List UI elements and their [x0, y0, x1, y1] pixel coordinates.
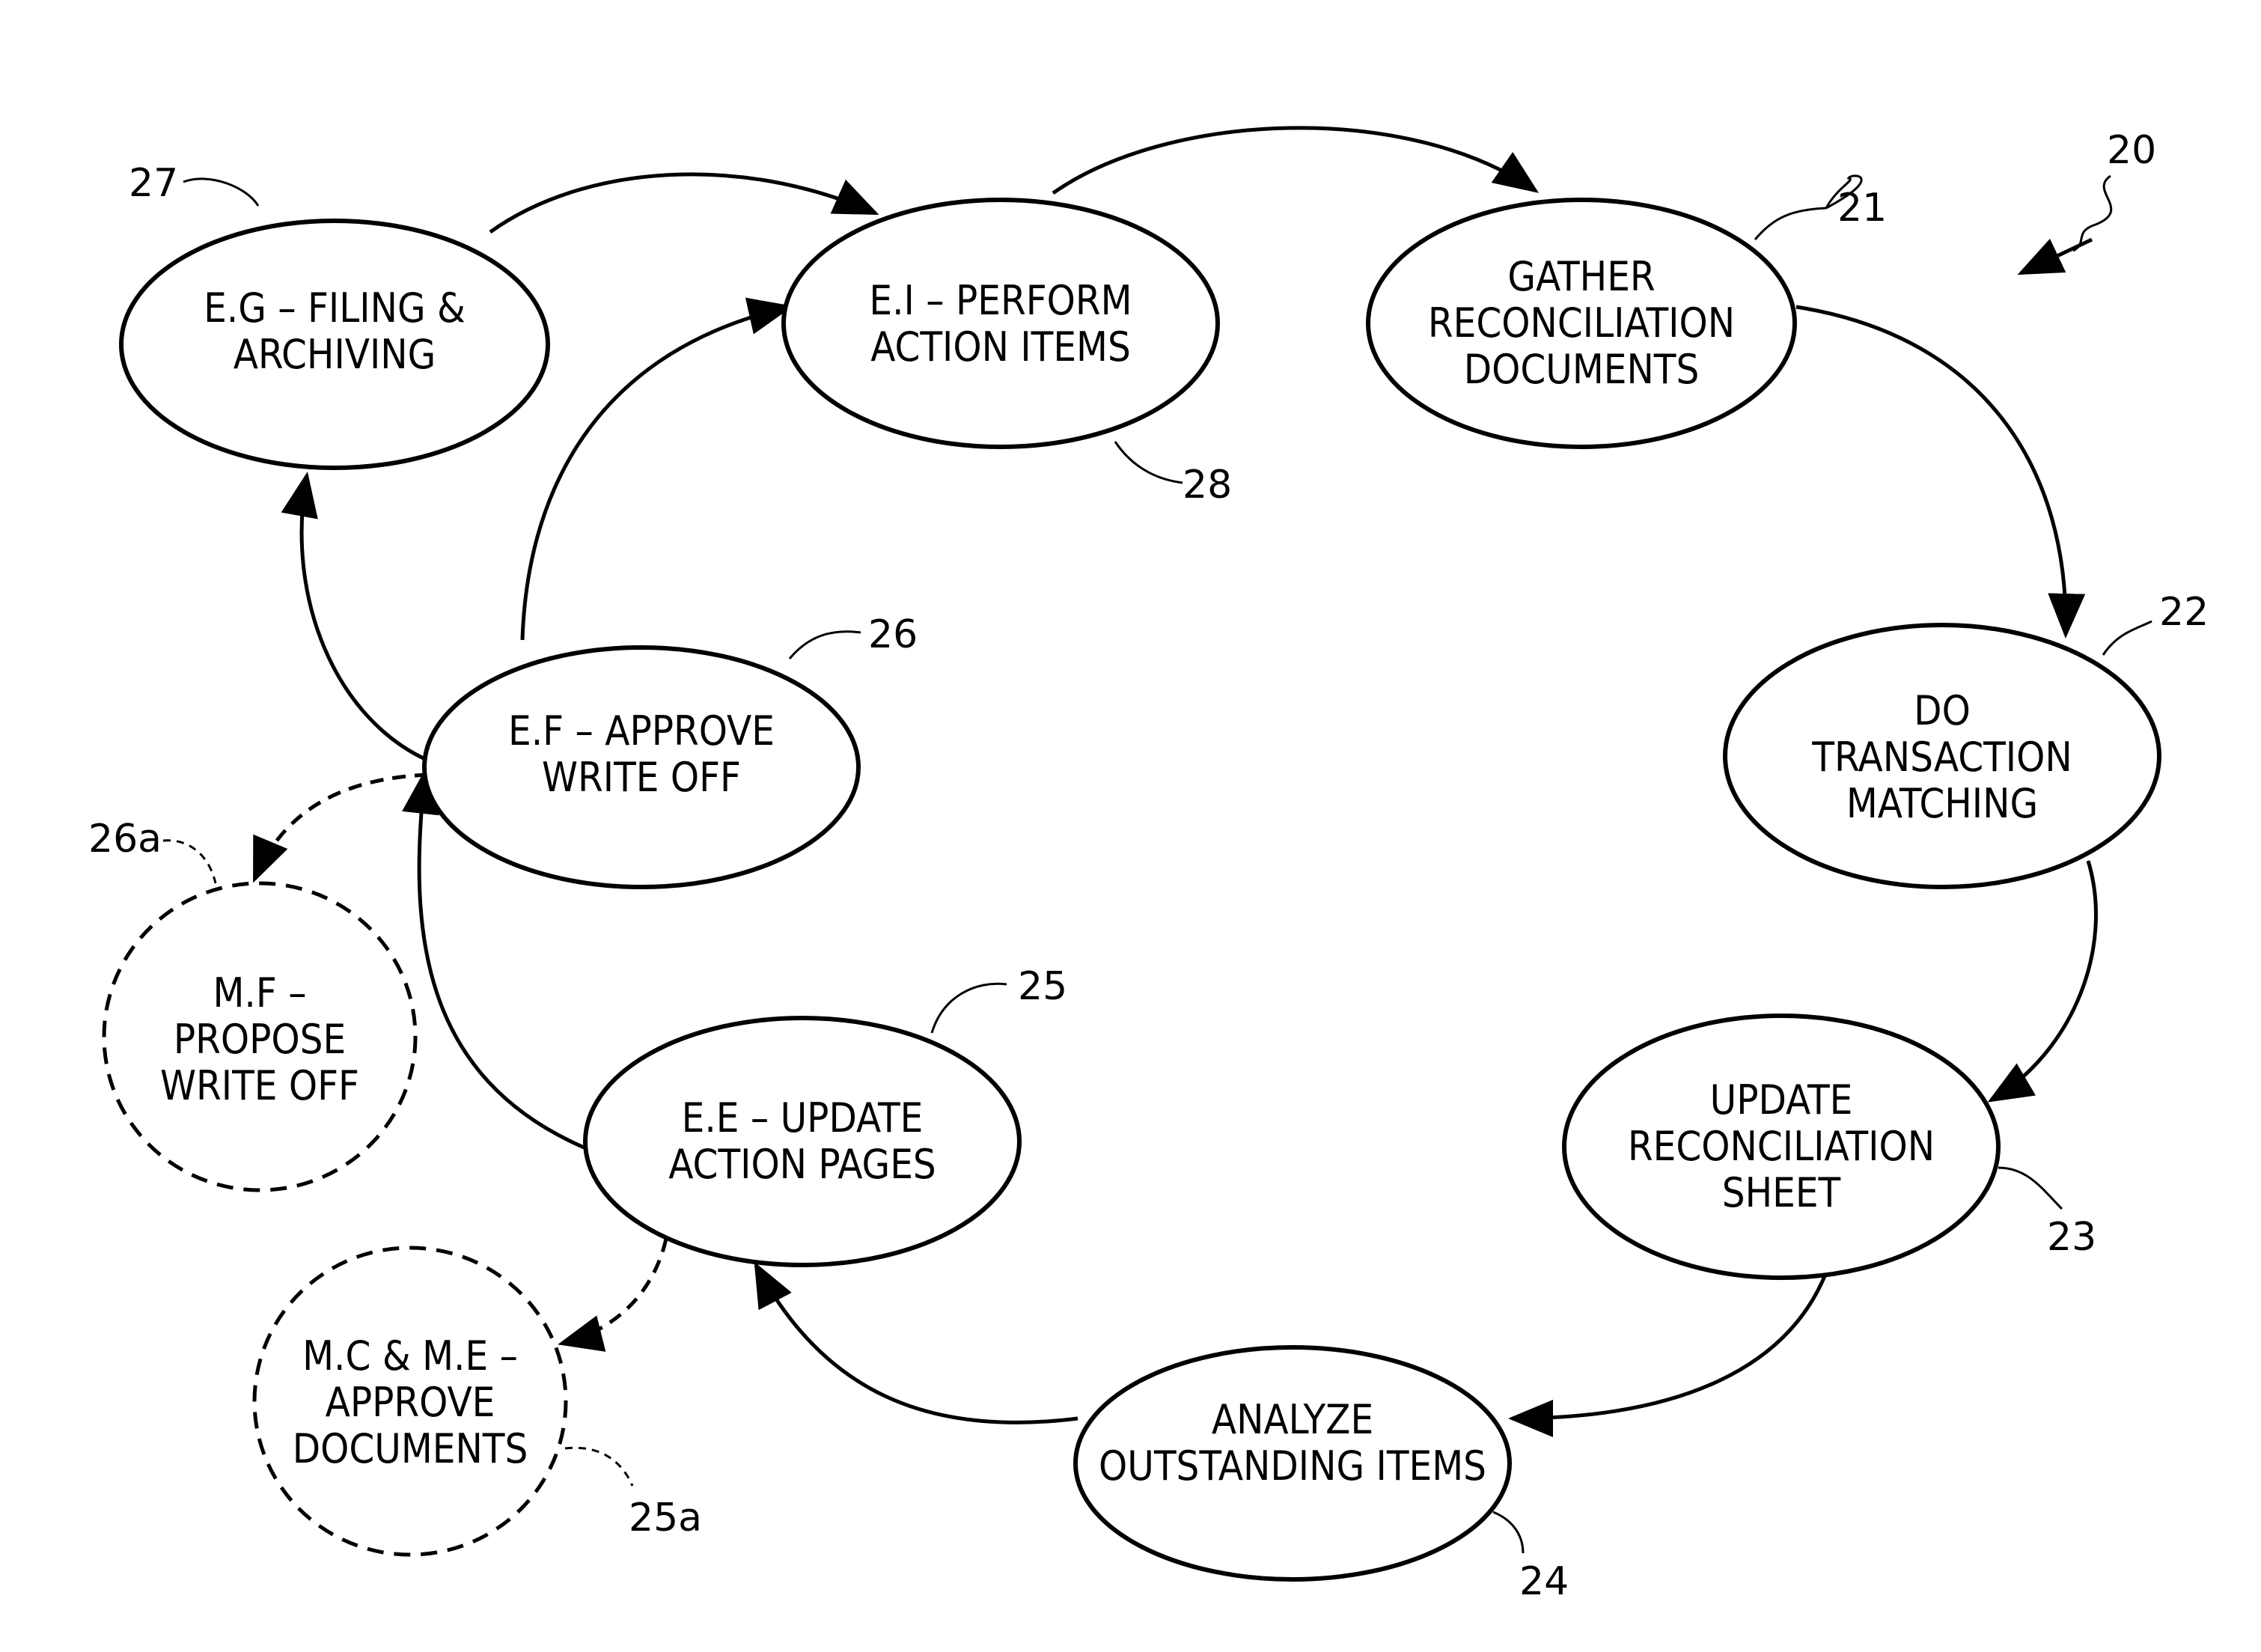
node-line: MATCHING — [1846, 780, 2038, 827]
node-line: OUTSTANDING ITEMS — [1099, 1442, 1486, 1490]
leader-28 — [1115, 442, 1183, 483]
node-perform-action-items: E.I – PERFORM ACTION ITEMS — [784, 200, 1218, 447]
leader-21-line — [1755, 208, 1826, 240]
edge-28-to-21 — [1053, 128, 1536, 193]
node-update-reconciliation-sheet: UPDATE RECONCILIATION SHEET — [1564, 1016, 1998, 1278]
ref-label-24: 24 — [1519, 1559, 1569, 1604]
node-line: DOCUMENTS — [1464, 346, 1700, 393]
ref-label-22: 22 — [2159, 590, 2209, 635]
node-line: E.I – PERFORM — [869, 277, 1132, 324]
leader-26 — [790, 632, 861, 659]
edge-26-to-27 — [302, 475, 427, 760]
leader-27 — [183, 179, 258, 206]
node-line: DOCUMENTS — [293, 1425, 528, 1472]
node-line: TRANSACTION — [1811, 734, 2072, 781]
node-line: DO — [1914, 687, 1971, 734]
node-line: E.G – FILING & — [204, 284, 466, 332]
ref-label-21: 21 — [1837, 186, 1887, 231]
ref-label-26: 26 — [868, 612, 918, 657]
leader-20 — [2073, 176, 2111, 251]
node-line: RECONCILIATION — [1628, 1123, 1935, 1170]
edge-26-to-26a — [254, 775, 428, 880]
node-line: E.F – APPROVE — [508, 707, 775, 755]
edge-23-to-24 — [1512, 1272, 1826, 1418]
node-approve-documents: M.C & M.E – APPROVE DOCUMENTS — [254, 1248, 566, 1555]
node-line: WRITE OFF — [160, 1062, 359, 1109]
leader-22 — [2103, 621, 2152, 655]
node-do-transaction-matching: DO TRANSACTION MATCHING — [1725, 625, 2159, 887]
node-line: ARCHIVING — [234, 331, 436, 378]
node-line: SHEET — [1722, 1169, 1841, 1216]
node-line: M.C & M.E – — [302, 1332, 518, 1380]
edge-27-to-28 — [490, 174, 876, 232]
edge-22-to-23 — [1991, 861, 2096, 1100]
leader-26a — [163, 841, 216, 883]
node-line: PROPOSE — [174, 1016, 346, 1063]
leader-25a — [565, 1448, 632, 1486]
ref-label-25a: 25a — [629, 1496, 702, 1540]
node-line: ANALYZE — [1212, 1396, 1373, 1443]
node-line: GATHER — [1507, 253, 1655, 300]
node-line: RECONCILIATION — [1428, 299, 1735, 347]
node-filing-archiving: E.G – FILING & ARCHIVING — [121, 221, 548, 468]
leader-25 — [932, 984, 1007, 1033]
ref-label-25: 25 — [1018, 964, 1067, 1009]
edge-24-to-25 — [756, 1265, 1078, 1422]
ref-label-23: 23 — [2047, 1215, 2096, 1260]
node-line: UPDATE — [1710, 1076, 1853, 1124]
leader-24 — [1493, 1512, 1523, 1553]
ref-label-27: 27 — [129, 161, 178, 206]
ref-label-28: 28 — [1183, 463, 1232, 508]
node-propose-write-off: M.F – PROPOSE WRITE OFF — [104, 883, 415, 1190]
edge-21-to-22 — [1796, 307, 2066, 635]
node-line: M.F – — [213, 969, 306, 1017]
node-analyze-outstanding-items: ANALYZE OUTSTANDING ITEMS — [1075, 1347, 1510, 1579]
node-gather-reconciliation-documents: GATHER RECONCILIATION DOCUMENTS — [1368, 200, 1795, 447]
node-line: APPROVE — [326, 1379, 495, 1426]
edge-25-to-25a — [561, 1239, 666, 1344]
edge-26-to-28 — [522, 307, 790, 640]
node-line: E.E – UPDATE — [682, 1094, 924, 1142]
node-line: ACTION PAGES — [668, 1141, 936, 1188]
ref-label-26a: 26a — [88, 817, 162, 862]
leader-20-arrow — [2021, 240, 2092, 273]
node-line: WRITE OFF — [542, 754, 741, 801]
node-approve-write-off: E.F – APPROVE WRITE OFF — [424, 647, 858, 887]
ref-label-20: 20 — [2107, 128, 2156, 173]
node-update-action-pages: E.E – UPDATE ACTION PAGES — [585, 1018, 1019, 1265]
node-line: ACTION ITEMS — [870, 323, 1131, 371]
leader-23 — [1998, 1168, 2062, 1209]
